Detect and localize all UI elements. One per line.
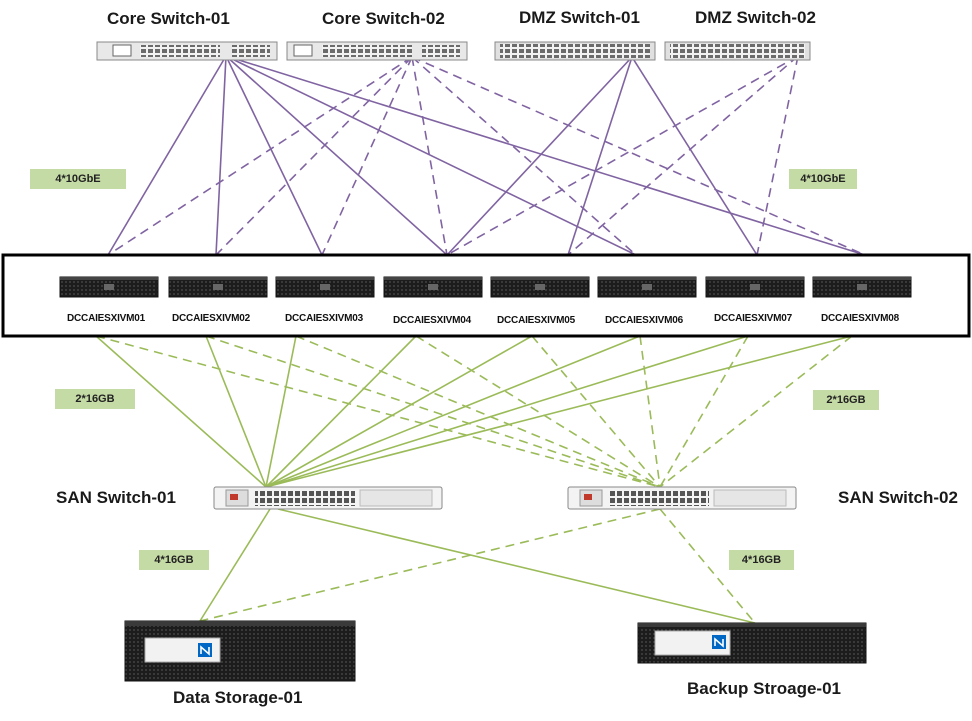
host-server-04[interactable] xyxy=(383,276,483,298)
fc-link-h2-san02 xyxy=(205,335,661,488)
host-server-06[interactable] xyxy=(597,276,697,298)
ethernet-link-core01-h1 xyxy=(107,55,227,256)
ethernet-link-dmz01-h5 xyxy=(567,56,633,256)
host-server-05[interactable] xyxy=(490,276,590,298)
ethernet-link-dmz02-h4 xyxy=(446,55,799,256)
ethernet-link-core01-h2 xyxy=(215,55,227,256)
fc-link-h7-san01 xyxy=(265,335,749,488)
fc-link-h2-san01 xyxy=(205,335,267,488)
fc-link-san01-backup xyxy=(277,508,756,624)
link-lines xyxy=(95,55,866,624)
fc-link-h3-san02 xyxy=(295,335,661,488)
host-server-01[interactable] xyxy=(59,276,159,298)
fc-storage-badge-right: 4*16GB xyxy=(729,550,794,570)
fc-link-h8-san02 xyxy=(659,335,853,488)
san-switch-01-device[interactable] xyxy=(213,486,443,510)
host-cluster-frame xyxy=(1,253,971,338)
fc-link-h6-san01 xyxy=(265,335,641,488)
dmz-switch-01-device[interactable] xyxy=(494,41,656,61)
host-label-02: DCCAIESXIVM02 xyxy=(172,313,250,324)
fc-link-h1-san02 xyxy=(95,335,661,488)
data-storage-01-label: Data Storage-01 xyxy=(173,688,303,707)
ethernet-link-core02-h1 xyxy=(107,56,413,256)
ethernet-link-dmz02-h7 xyxy=(756,55,799,256)
host-server-02[interactable] xyxy=(168,276,268,298)
fc-link-h3-san01 xyxy=(265,335,297,488)
ethernet-link-core02-h4 xyxy=(411,56,448,256)
host-label-05: DCCAIESXIVM05 xyxy=(497,315,575,326)
fc-host-badge-right: 2*16GB xyxy=(813,390,879,410)
backup-storage-01-label: Backup Stroage-01 xyxy=(687,679,841,698)
fc-link-h5-san02 xyxy=(531,335,661,488)
fc-link-h4-san02 xyxy=(415,335,661,488)
host-label-07: DCCAIESXIVM07 xyxy=(714,313,792,324)
san-switch-01-label: SAN Switch-01 xyxy=(56,488,176,507)
host-label-06: DCCAIESXIVM06 xyxy=(605,315,683,326)
ethernet-link-dmz01-h4 xyxy=(446,56,633,256)
ethernet-link-core02-h8 xyxy=(411,56,866,256)
ethernet-link-core01-h4 xyxy=(225,55,448,256)
ethernet-link-dmz01-h7 xyxy=(631,56,758,256)
fc-link-h6-san02 xyxy=(639,335,661,488)
host-label-04: DCCAIESXIVM04 xyxy=(393,315,471,326)
ethernet-speed-badge-left: 4*10GbE xyxy=(30,169,126,189)
fc-link-san02-backup xyxy=(659,508,756,624)
dmz-switch-01-label: DMZ Switch-01 xyxy=(519,8,640,27)
data-storage-01-device[interactable] xyxy=(124,620,356,682)
fc-link-h1-san01 xyxy=(95,335,267,488)
ethernet-link-core01-h8 xyxy=(225,55,866,256)
fc-host-badge-left: 2*16GB xyxy=(55,389,135,409)
fc-link-san01-data xyxy=(199,508,271,622)
fc-link-h4-san01 xyxy=(265,335,417,488)
core-switch-02-label: Core Switch-02 xyxy=(322,9,445,28)
ethernet-link-core02-h6 xyxy=(411,56,637,256)
core-switch-01-device[interactable] xyxy=(96,41,278,61)
core-switch-01-label: Core Switch-01 xyxy=(107,9,230,28)
san-switch-02-device[interactable] xyxy=(567,486,797,510)
dmz-switch-02-device[interactable] xyxy=(664,41,811,61)
ethernet-link-core02-h3 xyxy=(321,56,413,256)
fc-link-h8-san01 xyxy=(265,335,853,488)
backup-storage-01-device[interactable] xyxy=(637,622,867,664)
host-server-07[interactable] xyxy=(705,276,805,298)
host-server-08[interactable] xyxy=(812,276,912,298)
ethernet-link-dmz02-h5 xyxy=(567,55,799,256)
core-switch-02-device[interactable] xyxy=(286,41,468,61)
fc-link-h5-san01 xyxy=(265,335,533,488)
host-label-03: DCCAIESXIVM03 xyxy=(285,313,363,324)
ethernet-speed-badge-right: 4*10GbE xyxy=(789,169,857,189)
host-label-01: DCCAIESXIVM01 xyxy=(67,313,145,324)
dmz-switch-02-label: DMZ Switch-02 xyxy=(695,8,816,27)
host-server-03[interactable] xyxy=(275,276,375,298)
ethernet-link-core01-h3 xyxy=(225,55,323,256)
fc-link-san02-data xyxy=(199,508,661,622)
san-switch-02-label: SAN Switch-02 xyxy=(838,488,958,507)
host-label-08: DCCAIESXIVM08 xyxy=(821,313,899,324)
ethernet-link-core02-h2 xyxy=(215,56,413,256)
ethernet-link-core01-h6 xyxy=(225,55,637,256)
fc-storage-badge-left: 4*16GB xyxy=(139,550,209,570)
